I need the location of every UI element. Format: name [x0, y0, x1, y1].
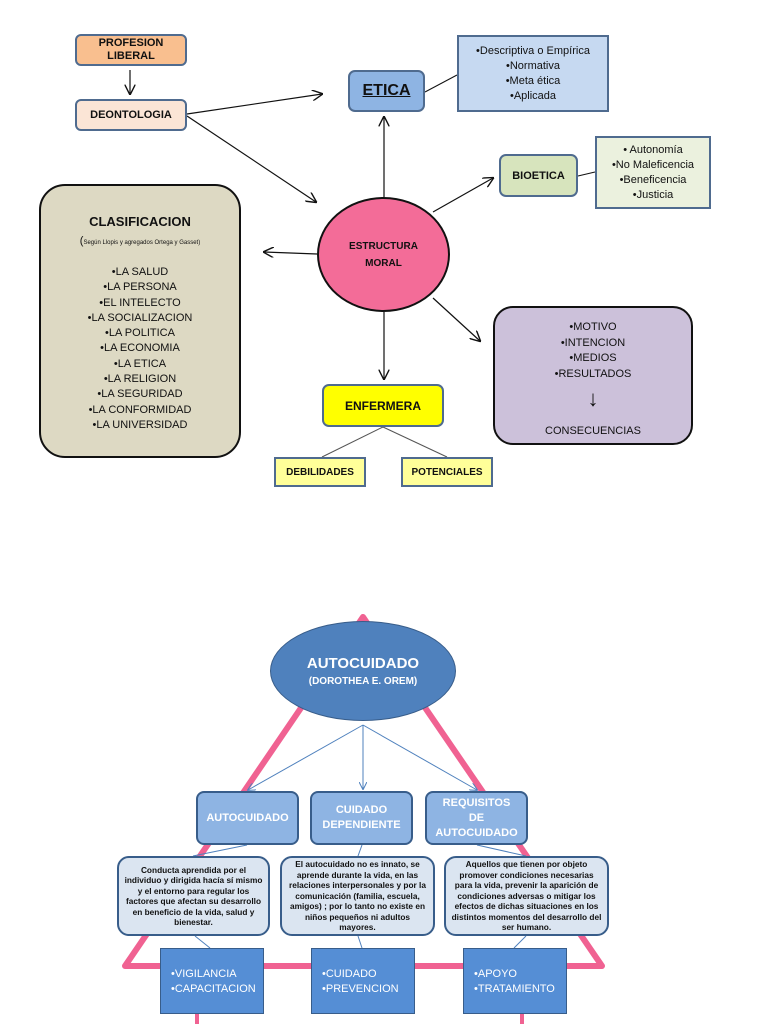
- node-enfermera: ENFERMERA: [322, 384, 444, 427]
- clasificacion-subtitle: (Según Llopis y agregados Ortega y Gasse…: [80, 235, 200, 247]
- factor-item: •RESULTADOS: [554, 367, 632, 380]
- action-item: •TRATAMIENTO: [474, 983, 555, 995]
- node-potenciales: POTENCIALES: [401, 457, 493, 487]
- down-arrow-icon: ↓: [587, 386, 599, 411]
- category-label: AUTOCUIDADO: [206, 811, 289, 824]
- factores-result: CONSECUENCIAS: [545, 425, 641, 437]
- arrow-deontologia-to-estructura: [186, 115, 316, 202]
- bioetica-principle-item: •Justicia: [632, 188, 674, 201]
- node-estructura-moral: ESTRUCTURA MORAL: [317, 197, 450, 312]
- node-factores: •MOTIVO •INTENCION •MEDIOS •RESULTADOS ↓…: [493, 306, 693, 445]
- node-profesion-liberal: PROFESION LIBERAL: [75, 34, 187, 66]
- clasificacion-item: •LA ETICA: [113, 357, 167, 370]
- arrow-deontologia-to-etica: [186, 94, 322, 115]
- enfermera-label: ENFERMERA: [344, 398, 421, 413]
- line-enfermera-to-debilidades: [321, 426, 384, 458]
- node-etica-types: •Descriptiva o Empírica •Normativa •Meta…: [457, 35, 609, 112]
- description-cuidado-dependiente: El autocuidado no es innato, se aprende …: [280, 856, 435, 936]
- action-item: •PREVENCION: [322, 983, 399, 995]
- description-text: Conducta aprendida por el individuo y di…: [124, 864, 263, 928]
- node-debilidades: DEBILIDADES: [274, 457, 366, 487]
- subtitle-paren: (: [79, 235, 84, 247]
- debilidades-label: DEBILIDADES: [286, 466, 354, 478]
- bioetica-principle-item: •No Maleficencia: [611, 158, 695, 171]
- action-item: •APOYO: [474, 968, 517, 980]
- category-label: CUIDADO: [335, 804, 388, 816]
- line-desc1-to-act1: [194, 935, 211, 949]
- line-desc3-to-act3: [513, 935, 527, 949]
- etica-type-item: •Descriptiva o Empírica: [476, 44, 590, 57]
- clasificacion-item: •LA PERSONA: [103, 281, 177, 294]
- node-bioetica: BIOETICA: [499, 154, 578, 197]
- clasificacion-item: •LA RELIGION: [103, 373, 177, 386]
- description-text: El autocuidado no es innato, se aprende …: [289, 859, 426, 933]
- deontologia-label: DEONTOLOGIA: [90, 109, 172, 121]
- clasificacion-item: •LA UNIVERSIDAD: [92, 418, 188, 431]
- arrow-estructura-to-factores: [432, 297, 480, 341]
- subtitle-text: Según Llopis y agregados Ortega y Gasset…: [83, 240, 201, 246]
- arrow-estructura-to-clasificacion: [264, 252, 318, 254]
- action-item: •CAPACITACION: [171, 983, 256, 995]
- node-autocuidado-main: AUTOCUIDADO (DOROTHEA E. OREM): [270, 621, 456, 721]
- category-requisitos: REQUISITOS DE AUTOCUIDADO: [425, 791, 528, 845]
- clasificacion-item: •LA ECONOMIA: [100, 342, 180, 355]
- estructura-line-1: ESTRUCTURA: [349, 240, 418, 252]
- line-cat2-to-desc2: [357, 844, 363, 857]
- description-autocuidado: Conducta aprendida por el individuo y di…: [117, 856, 270, 936]
- node-etica: ETICA: [348, 70, 425, 112]
- description-text: Aquellos que tienen por objeto promover …: [451, 859, 602, 933]
- line-enfermera-to-potenciales: [382, 426, 448, 458]
- etica-label: ETICA: [362, 82, 411, 99]
- estructura-line-2: MORAL: [365, 257, 402, 269]
- line-cat3-to-desc3: [476, 844, 527, 857]
- factor-item: •MEDIOS: [569, 352, 617, 364]
- category-label: AUTOCUIDADO: [435, 826, 518, 839]
- clasificacion-item: •LA CONFORMIDAD: [88, 403, 192, 416]
- profesion-line-2: LIBERAL: [107, 50, 155, 62]
- node-deontologia: DEONTOLOGIA: [75, 99, 187, 131]
- arrow-main-to-cat1: [248, 724, 364, 790]
- node-bioetica-principles: • Autonomía •No Maleficencia •Beneficenc…: [595, 136, 711, 209]
- clasificacion-item: •EL INTELECTO: [99, 296, 181, 309]
- category-label: REQUISITOS: [442, 796, 511, 809]
- clasificacion-item: •LA SALUD: [111, 266, 169, 278]
- category-label: DE: [468, 811, 485, 824]
- etica-type-item: •Normativa: [506, 59, 560, 72]
- clasificacion-item: •LA SOCIALIZACION: [87, 311, 193, 324]
- bioetica-label: BIOETICA: [512, 169, 565, 182]
- line-bioetica-to-principles: [577, 171, 596, 177]
- arrow-estructura-to-bioetica: [432, 178, 493, 213]
- arrow-main-to-cat3: [362, 724, 477, 790]
- actions-autocuidado: •VIGILANCIA •CAPACITACION: [160, 948, 264, 1014]
- action-item: •CUIDADO: [322, 968, 377, 980]
- profesion-line-1: PROFESION: [98, 37, 164, 49]
- category-autocuidado: AUTOCUIDADO: [196, 791, 299, 845]
- autocuidado-title: AUTOCUIDADO: [306, 655, 420, 672]
- action-item: •VIGILANCIA: [171, 968, 237, 980]
- actions-cuidado-dependiente: •CUIDADO •PREVENCION: [311, 948, 415, 1014]
- bioetica-principle-item: • Autonomía: [623, 143, 683, 156]
- factor-item: •MOTIVO: [569, 321, 617, 333]
- actions-requisitos: •APOYO •TRATAMIENTO: [463, 948, 567, 1014]
- clasificacion-title: CLASIFICACION: [89, 214, 191, 229]
- category-cuidado-dependiente: CUIDADO DEPENDIENTE: [310, 791, 413, 845]
- category-label: DEPENDIENTE: [322, 819, 401, 831]
- description-requisitos: Aquellos que tienen por objeto promover …: [444, 856, 609, 936]
- diagram1-connectors: [0, 70, 596, 458]
- potenciales-label: POTENCIALES: [411, 466, 483, 478]
- line-etica-to-types: [424, 74, 458, 93]
- bioetica-principle-item: •Beneficencia: [619, 173, 687, 186]
- factor-item: •INTENCION: [560, 336, 626, 349]
- line-desc2-to-act2: [357, 935, 363, 949]
- etica-type-item: •Meta ética: [505, 74, 561, 87]
- clasificacion-item: •LA SEGURIDAD: [97, 388, 183, 401]
- clasificacion-item: •LA POLITICA: [105, 327, 175, 340]
- line-cat1-to-desc1: [192, 844, 248, 857]
- etica-type-item: •Aplicada: [509, 89, 557, 102]
- node-clasificacion: CLASIFICACION (Según Llopis y agregados …: [39, 184, 241, 458]
- autocuidado-author: (DOROTHEA E. OREM): [308, 676, 418, 687]
